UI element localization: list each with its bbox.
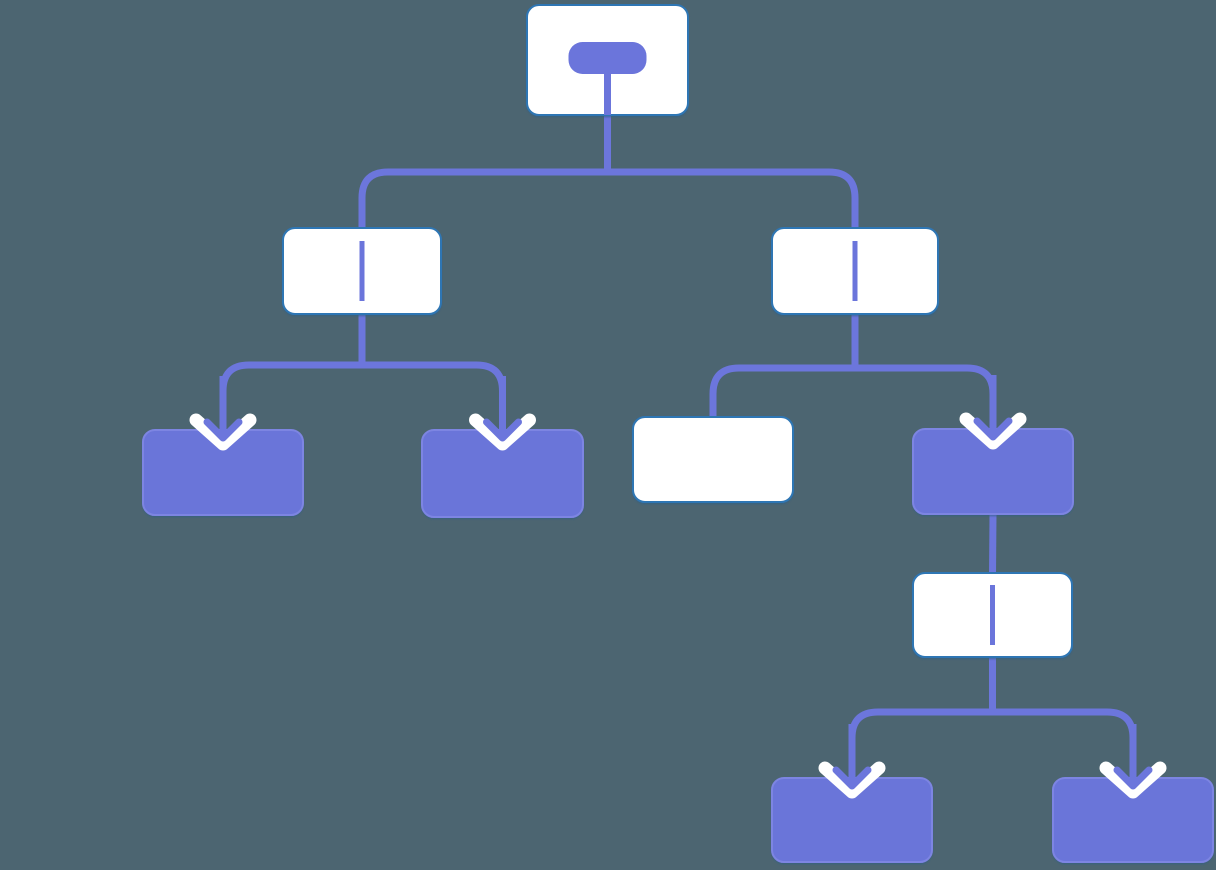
marker-arrow-head	[832, 766, 872, 790]
edge-branch-left-to-leaf-mid-left	[358, 314, 506, 416]
vertical-bar-icon	[990, 585, 995, 645]
vertical-bar-icon	[359, 241, 365, 301]
marker-arrow-head	[973, 417, 1013, 441]
marker-arrow-head	[203, 418, 243, 442]
edge-branch-lower-to-leaf-bottom-right	[989, 657, 1137, 764]
node-child-white[interactable]	[632, 416, 794, 503]
marker-white-chevron	[959, 412, 1027, 450]
diagram-edges	[219, 115, 1137, 764]
double-chevron-arrow-icon	[469, 376, 536, 451]
node-root[interactable]	[526, 4, 689, 116]
double-chevron-arrow-icon	[189, 376, 257, 451]
diagram-nodes	[142, 4, 1214, 863]
marker-white-chevron	[469, 413, 536, 451]
node-branch-right[interactable]	[771, 227, 939, 315]
double-chevron-arrow-icon	[1099, 724, 1167, 799]
marker-arrow-head	[483, 418, 522, 442]
double-chevron-arrow-icon	[818, 724, 886, 799]
white-node-box	[632, 416, 794, 503]
vertical-bar-icon	[852, 241, 858, 301]
edge-root-to-branch-left	[358, 115, 611, 231]
node-branch-lower[interactable]	[912, 572, 1073, 658]
marker-arrow-head	[1113, 766, 1153, 790]
edge-branch-right-to-child-white	[709, 314, 859, 420]
diagram-markers	[189, 375, 1167, 799]
edge-branch-left-to-leaf-far-left	[219, 314, 366, 416]
node-branch-left[interactable]	[282, 227, 442, 315]
marker-white-chevron	[189, 413, 257, 451]
edge-branch-right-to-mid-purple	[851, 314, 997, 415]
double-chevron-arrow-icon	[959, 375, 1027, 450]
root-pill-icon	[568, 42, 647, 74]
edge-mid-purple-to-branch-lower	[989, 513, 997, 577]
root-pill-stem	[604, 74, 611, 115]
edge-root-to-branch-right	[604, 115, 859, 231]
marker-white-chevron	[1099, 761, 1167, 799]
edge-branch-lower-to-leaf-bottom-left	[848, 657, 996, 764]
marker-white-chevron	[818, 761, 886, 799]
